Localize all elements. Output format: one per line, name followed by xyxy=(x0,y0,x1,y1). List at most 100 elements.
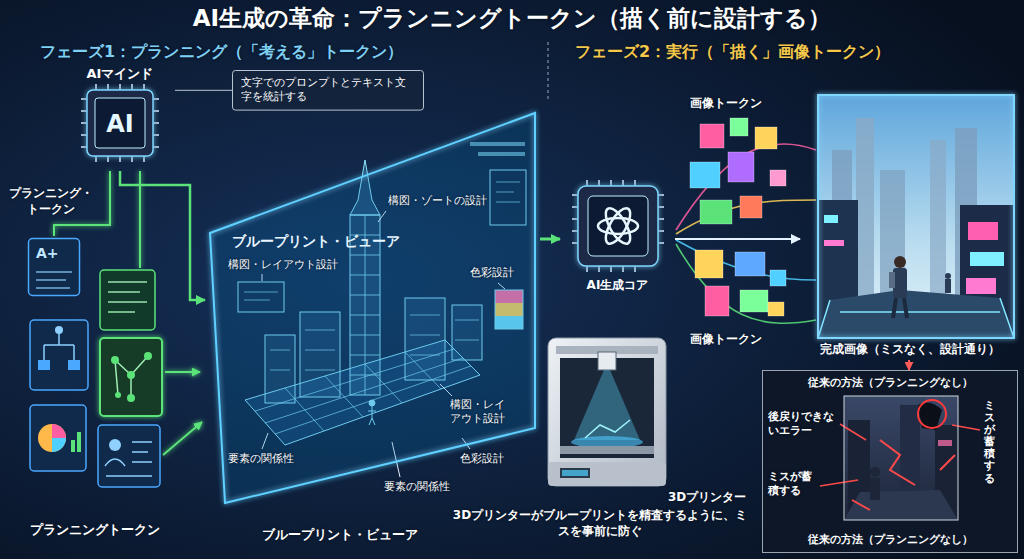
traditional-picture xyxy=(762,370,1018,553)
chip-pin xyxy=(658,194,664,196)
planning-token-cards xyxy=(30,270,162,487)
image-tokens xyxy=(705,286,729,316)
final-city-picture xyxy=(818,95,1014,338)
final-city-picture xyxy=(893,298,907,318)
image-tokens xyxy=(690,118,786,316)
chip-pin xyxy=(572,230,578,232)
chip-pin xyxy=(131,156,133,162)
chip-pin xyxy=(153,98,159,100)
planning-token-cards xyxy=(109,439,121,451)
final-city-picture xyxy=(970,252,1004,266)
chip-pin xyxy=(586,266,588,272)
blueprint-viewer-shape xyxy=(205,108,540,508)
core-label: AI生成コア xyxy=(560,278,675,294)
final-city-picture xyxy=(945,279,951,293)
token-links xyxy=(163,422,202,455)
final-image-shape xyxy=(800,92,1020,360)
chip-pin xyxy=(572,206,578,208)
blueprint-viewer-shape xyxy=(210,113,535,503)
printer-label: 3Dプリンター xyxy=(668,490,746,506)
planning-token-cards xyxy=(100,270,155,330)
traditional-picture xyxy=(870,478,880,500)
printer-illustration xyxy=(548,338,666,486)
printer-illustration xyxy=(585,420,630,438)
final-city-picture xyxy=(894,256,906,268)
callout-text: 文字でのプロンプトとテキスト文字を統計する xyxy=(232,70,424,111)
chip-pin xyxy=(586,180,588,186)
image-tokens xyxy=(695,250,723,278)
chip-pin xyxy=(131,84,133,90)
traditional-picture xyxy=(918,400,946,428)
final-city-picture xyxy=(968,222,998,240)
error-label: 後戻りできないエラー xyxy=(768,410,838,439)
traditional-picture xyxy=(938,440,952,446)
chip-pin xyxy=(81,110,87,112)
planning-token-cards xyxy=(127,371,135,379)
final-city-picture xyxy=(824,215,838,223)
chip-title: AIマインド xyxy=(65,66,175,83)
chip-pin xyxy=(107,84,109,90)
chip-pin xyxy=(572,218,578,220)
error-leaders xyxy=(952,425,980,430)
ai-mind-chip-shape xyxy=(81,84,159,162)
image-tokens xyxy=(755,127,777,149)
traditional-method-shape xyxy=(763,371,1018,553)
chip-pin xyxy=(95,84,97,90)
planning-token-cards xyxy=(52,424,66,438)
chip-pin xyxy=(658,242,664,244)
printer-illustration xyxy=(560,446,654,454)
chip-pin xyxy=(658,218,664,220)
final-image: 完成画像（ミスなく、設計通り） xyxy=(800,92,1020,360)
final-city-picture xyxy=(893,268,907,298)
printer-illustration xyxy=(548,338,666,486)
final-city-picture xyxy=(818,298,1014,338)
chip-pin xyxy=(572,242,578,244)
printer-illustration xyxy=(560,468,590,478)
planning-token-cards xyxy=(77,432,81,452)
planning-token-cards xyxy=(115,356,148,398)
ai-mind-chip: AIマインド AI xyxy=(65,66,175,171)
chip-pin xyxy=(81,146,87,148)
diagram-title: AI生成の革命：プランニングトークン（描く前に設計する） xyxy=(0,4,1024,34)
inset-footer: 従来の方法（プランニングなし） xyxy=(762,533,1018,547)
phase-heading: フェーズ2：実行（「描く」画像トークン） xyxy=(575,42,890,63)
core-body xyxy=(578,186,658,266)
token-label: 画像トークン xyxy=(690,332,762,348)
chip-pin xyxy=(634,266,636,272)
image-tokens xyxy=(730,118,748,136)
chip-pin xyxy=(153,134,159,136)
chip-pin xyxy=(610,180,612,186)
chip-pin xyxy=(81,122,87,124)
card-box xyxy=(29,239,80,296)
chip-pin xyxy=(119,84,121,90)
chip-pin xyxy=(622,266,624,272)
image-tokens xyxy=(740,290,768,312)
traditional-picture xyxy=(852,440,955,510)
ai-core-shape xyxy=(572,180,664,272)
chip-pin xyxy=(658,230,664,232)
chip-pin xyxy=(622,180,624,186)
token-links xyxy=(54,171,110,236)
chip-pin xyxy=(598,180,600,186)
connector xyxy=(675,238,800,240)
inset-image-frame xyxy=(844,396,958,520)
traditional-method-shape xyxy=(762,370,1018,553)
part-label: 要素の関係性 xyxy=(384,480,450,494)
printer-illustration xyxy=(562,470,588,476)
blueprint-viewer: ブループリント・ビューア xyxy=(205,108,540,508)
image-tokens xyxy=(770,270,786,286)
image-token-flow xyxy=(676,240,816,280)
chip-pin xyxy=(143,84,145,90)
token-label: プランニングトークン xyxy=(30,522,160,539)
planning-token-cards xyxy=(38,360,50,370)
chip-mark: AI xyxy=(90,109,150,140)
chip-pin xyxy=(81,98,87,100)
printer-illustration xyxy=(574,370,640,440)
phase-divider xyxy=(548,42,549,100)
token-label: プランニング・トークン xyxy=(8,186,94,217)
card-mark: A+ xyxy=(36,244,59,262)
planning-token-cards xyxy=(100,338,162,416)
chip-pin xyxy=(598,266,600,272)
planning-token-cards xyxy=(55,326,63,334)
